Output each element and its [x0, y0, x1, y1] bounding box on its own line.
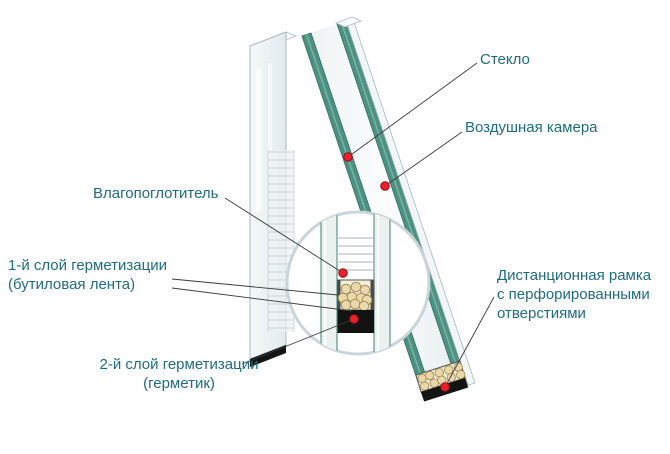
desiccant-balls-detail — [417, 362, 466, 391]
label-spacer-line3: отверстиями — [497, 305, 586, 322]
magnified-cross-section — [285, 210, 431, 356]
callout-line-spacer — [444, 296, 495, 388]
callout-line-butyl-2 — [171, 287, 353, 312]
desiccant-balls — [337, 281, 373, 312]
callout-lines — [171, 62, 495, 388]
callout-dot-sealant — [349, 314, 359, 324]
label-air-chamber-text: Воздушная камера — [465, 119, 598, 136]
butyl-strip-right — [370, 280, 374, 310]
callout-dots — [338, 152, 450, 392]
label-seal-layer-2: 2-й слой герметизации (герметик) — [88, 355, 270, 393]
perforation-lines — [337, 237, 374, 271]
label-glass-text: Стекло — [480, 51, 530, 68]
label-desiccant-text: Влагопоглотитель — [93, 185, 219, 202]
label-seal-layer-1: 1-й слой герметизации (бутиловая лента) — [8, 256, 167, 294]
label-seal2-line2: (герметик) — [143, 375, 215, 392]
bottom-sealant-strip — [250, 345, 286, 367]
callout-dot-desiccant — [338, 268, 348, 278]
label-seal1-line1: 1-й слой герметизации — [8, 257, 167, 274]
glass-reflection — [256, 68, 262, 212]
rear-pane-top-cap — [334, 16, 363, 28]
rear-glass-edge-highlight — [340, 22, 465, 387]
glass-reflection — [268, 63, 272, 171]
callout-line-glass — [347, 62, 478, 158]
label-spacer-line1: Дистанционная рамка — [497, 267, 652, 284]
label-desiccant: Влагопоглотитель — [93, 184, 219, 203]
right-glass-section — [373, 212, 391, 354]
callout-dot-air-chamber — [380, 181, 390, 191]
label-glass: Стекло — [480, 50, 530, 69]
label-seal2-line1: 2-й слой герметизации — [99, 356, 259, 373]
callout-line-sealant — [241, 318, 355, 365]
label-seal1-line2: (бутиловая лента) — [8, 276, 136, 293]
callout-line-air-chamber — [384, 131, 463, 187]
label-air-chamber: Воздушная камера — [465, 118, 598, 137]
left-glass-section — [320, 212, 338, 354]
callout-dot-spacer — [440, 382, 450, 392]
callout-dot-glass — [343, 152, 353, 162]
label-spacer-line2: с перфорированными — [497, 286, 650, 303]
callout-line-butyl-1 — [171, 278, 339, 296]
label-spacer-frame: Дистанционная рамка с перфорированными о… — [497, 266, 651, 323]
callout-line-desiccant — [224, 197, 344, 274]
